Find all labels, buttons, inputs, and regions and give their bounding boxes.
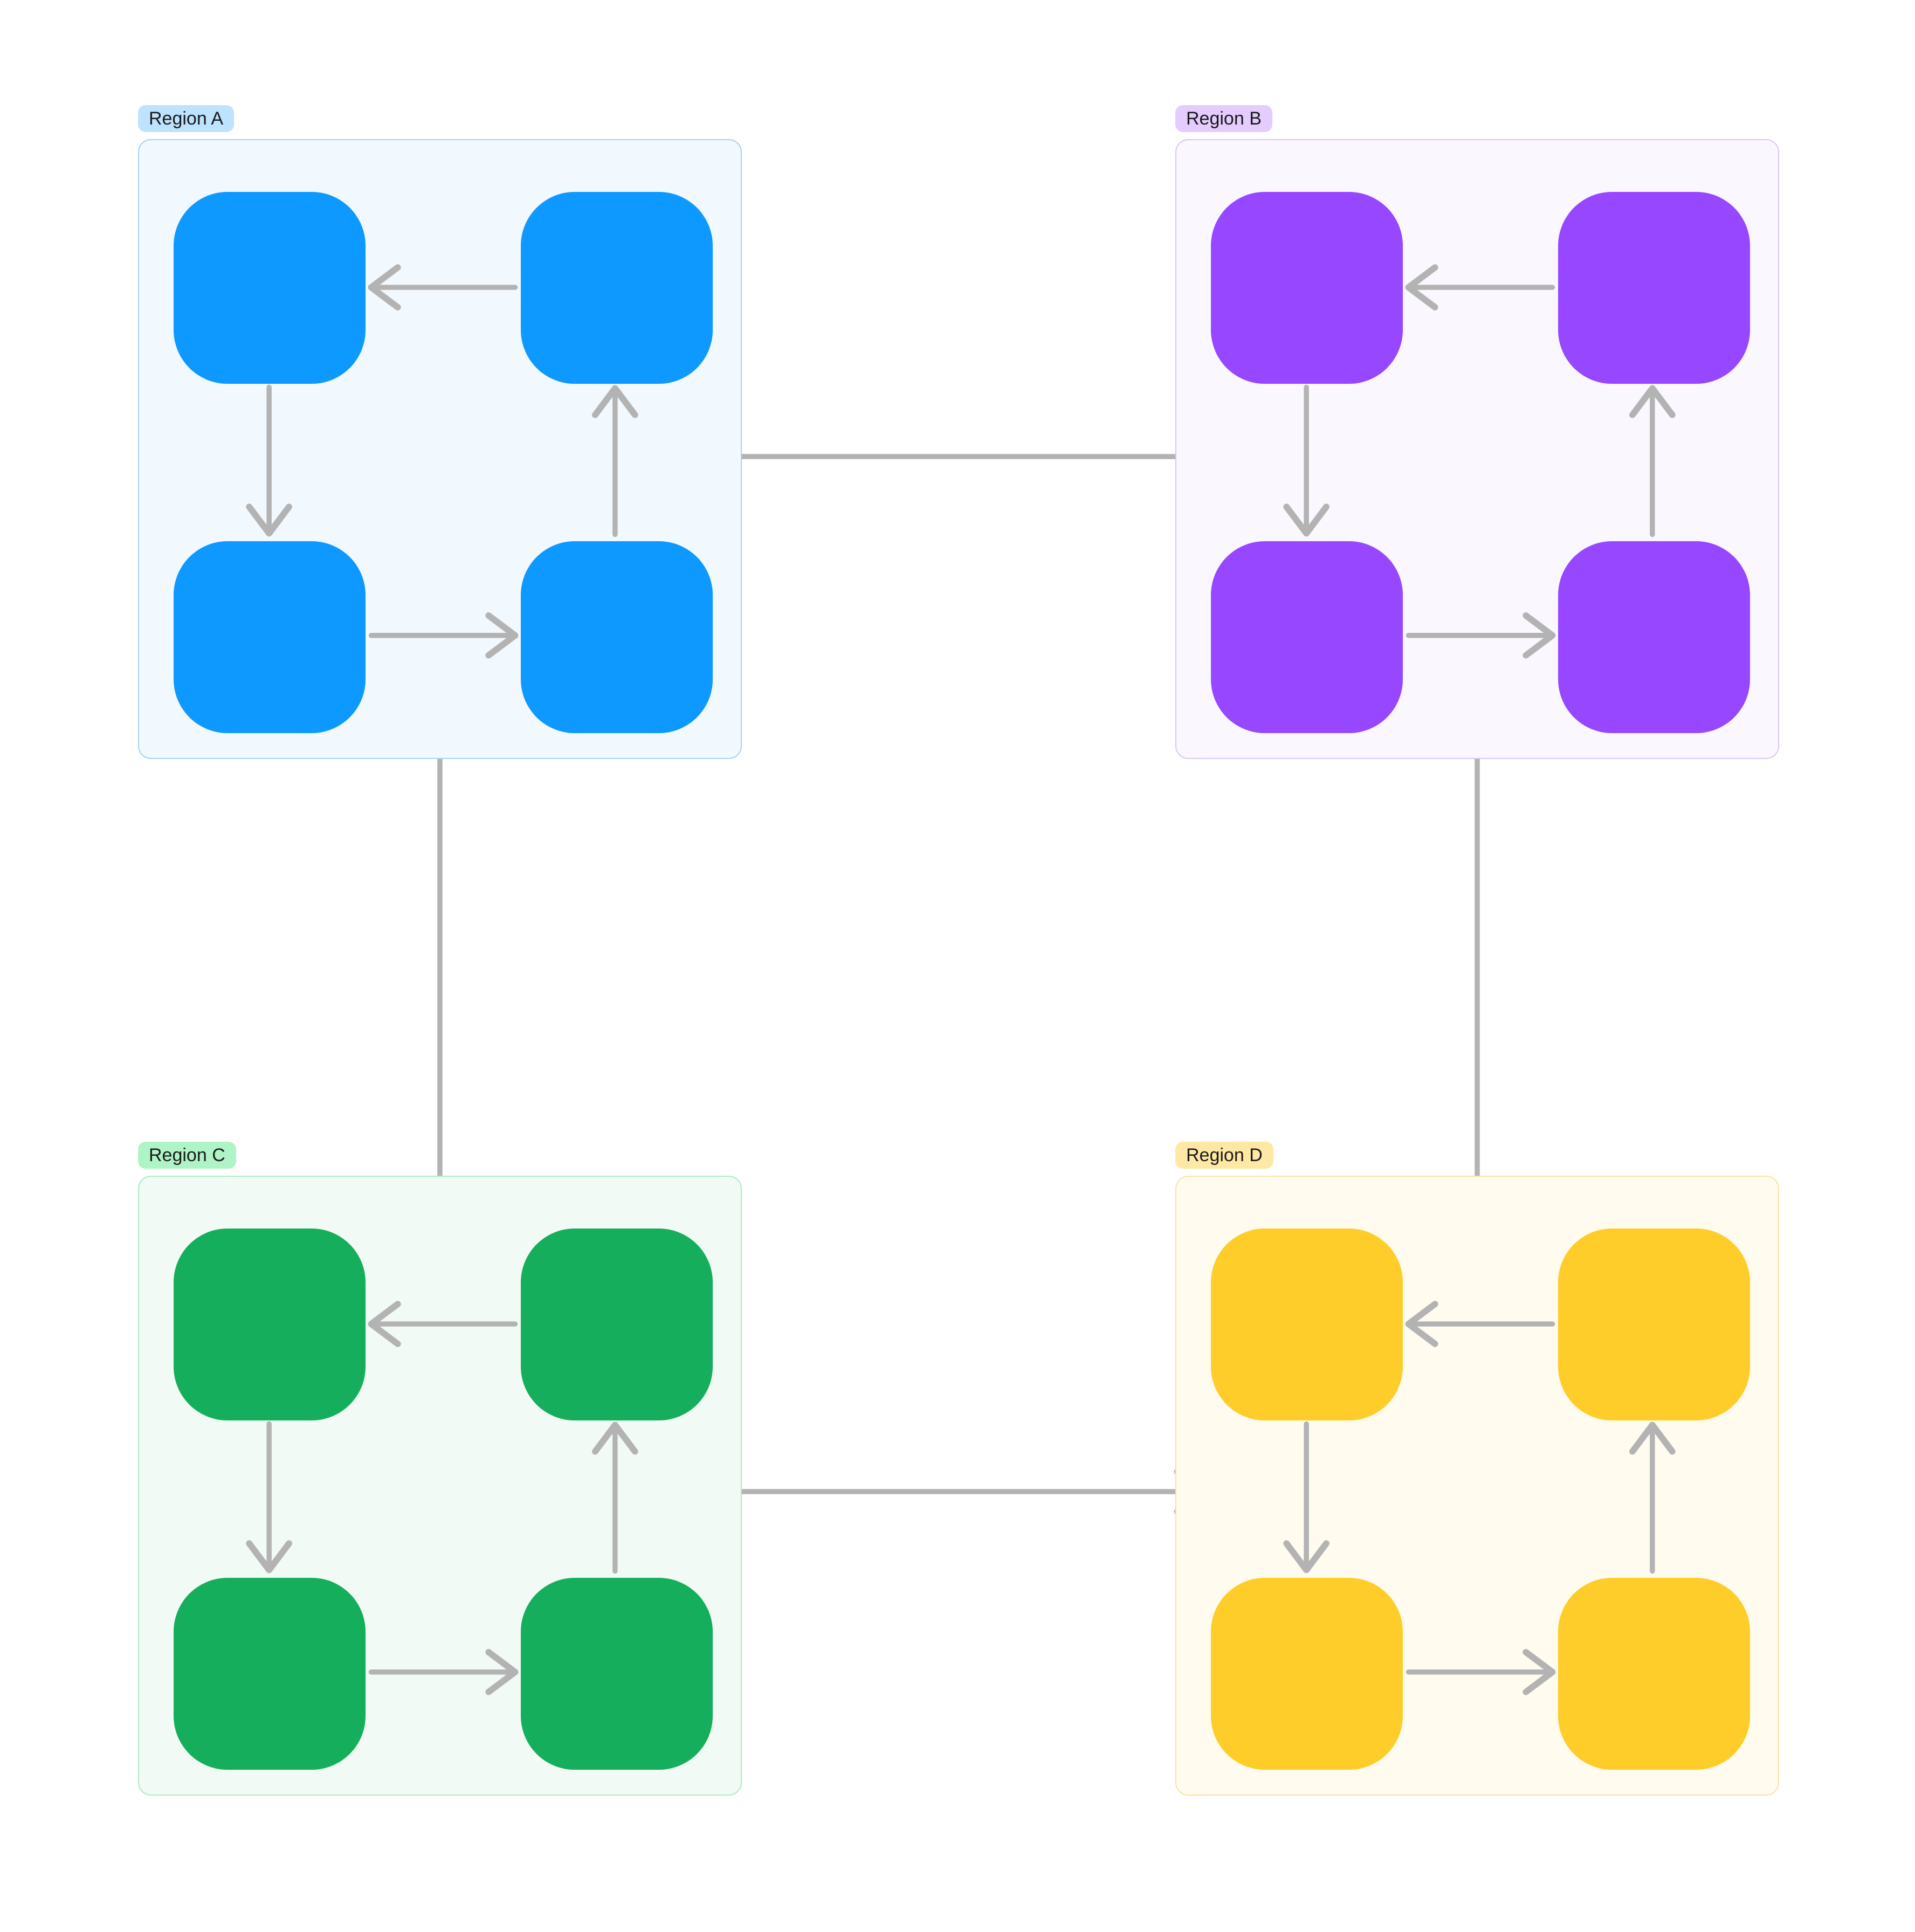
region-b-node-top-left[interactable] xyxy=(1211,192,1403,384)
region-b-node-top-right[interactable] xyxy=(1558,192,1750,384)
region-b-label[interactable]: Region B xyxy=(1175,105,1272,132)
region-d-container: Region D xyxy=(1175,1142,1779,1796)
region-c-container: Region C xyxy=(138,1142,742,1796)
region-d-box[interactable] xyxy=(1175,1176,1779,1796)
region-d-node-top-right[interactable] xyxy=(1558,1229,1750,1420)
region-b-node-bottom-right[interactable] xyxy=(1558,541,1750,733)
region-d-node-bottom-left[interactable] xyxy=(1211,1578,1403,1770)
region-b-container: Region B xyxy=(1175,105,1779,759)
region-c-node-bottom-left[interactable] xyxy=(174,1578,366,1770)
region-a-node-top-left[interactable] xyxy=(174,192,366,384)
region-c-node-bottom-right[interactable] xyxy=(521,1578,713,1770)
region-a-container: Region A xyxy=(138,105,742,759)
region-a-label[interactable]: Region A xyxy=(138,105,234,132)
region-a-node-top-right[interactable] xyxy=(521,192,713,384)
region-a-node-bottom-right[interactable] xyxy=(521,541,713,733)
region-a-box[interactable] xyxy=(138,139,742,759)
region-d-node-top-left[interactable] xyxy=(1211,1229,1403,1420)
region-d-label[interactable]: Region D xyxy=(1175,1142,1273,1169)
region-b-box[interactable] xyxy=(1175,139,1779,759)
region-c-node-top-right[interactable] xyxy=(521,1229,713,1420)
region-d-node-bottom-right[interactable] xyxy=(1558,1578,1750,1770)
region-b-node-bottom-left[interactable] xyxy=(1211,541,1403,733)
region-a-node-bottom-left[interactable] xyxy=(174,541,366,733)
region-c-box[interactable] xyxy=(138,1176,742,1796)
region-c-label[interactable]: Region C xyxy=(138,1142,236,1169)
region-c-node-top-left[interactable] xyxy=(174,1229,366,1420)
